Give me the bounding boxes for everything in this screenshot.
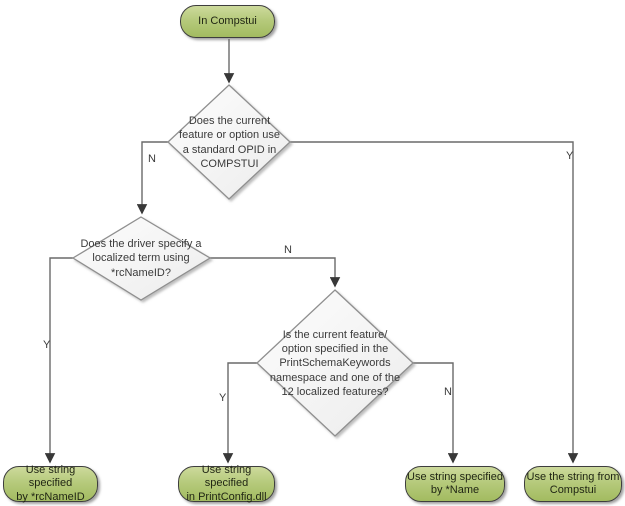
terminal-name-label: Use string specified by *Name: [407, 470, 503, 496]
branch-label-d3-no: N: [444, 386, 452, 398]
start-node-label: In Compstui: [198, 14, 257, 27]
decision-d2-shape: [71, 216, 212, 301]
connector-d2-yes-to-t1: [44, 257, 73, 464]
decision-d3-shape: [256, 289, 414, 437]
branch-label-d1-no: N: [148, 153, 156, 165]
decision-d1-shape: [167, 84, 291, 200]
terminal-printconfig-label: Use string specified in PrintConfig.dll: [186, 463, 267, 503]
branch-label-d3-yes: Y: [219, 392, 227, 404]
terminal-name-node: Use string specified by *Name: [405, 466, 505, 502]
connector-d2-no-to-d3: [209, 257, 341, 288]
branch-label-d1-yes: Y: [566, 150, 574, 162]
branch-label-d2-no: N: [284, 244, 292, 256]
terminal-rcnameid-node: Use string specified by *rcNameID: [3, 463, 98, 503]
branch-label-d2-yes: Y: [43, 339, 51, 351]
terminal-rcnameid-label: Use string specified by *rcNameID: [16, 463, 85, 503]
connector-d1-no-to-d2: [136, 141, 168, 215]
connector-d3-no-to-t3: [413, 362, 459, 464]
terminal-printconfig-node: Use string specified in PrintConfig.dll: [178, 463, 275, 503]
connector-d3-yes-to-t2: [222, 362, 257, 464]
start-node: In Compstui: [180, 5, 275, 38]
terminal-compstui-label: Use the string from Compstui: [526, 470, 620, 496]
connector-d1-yes-to-t4: [290, 141, 579, 464]
terminal-compstui-node: Use the string from Compstui: [524, 466, 622, 502]
